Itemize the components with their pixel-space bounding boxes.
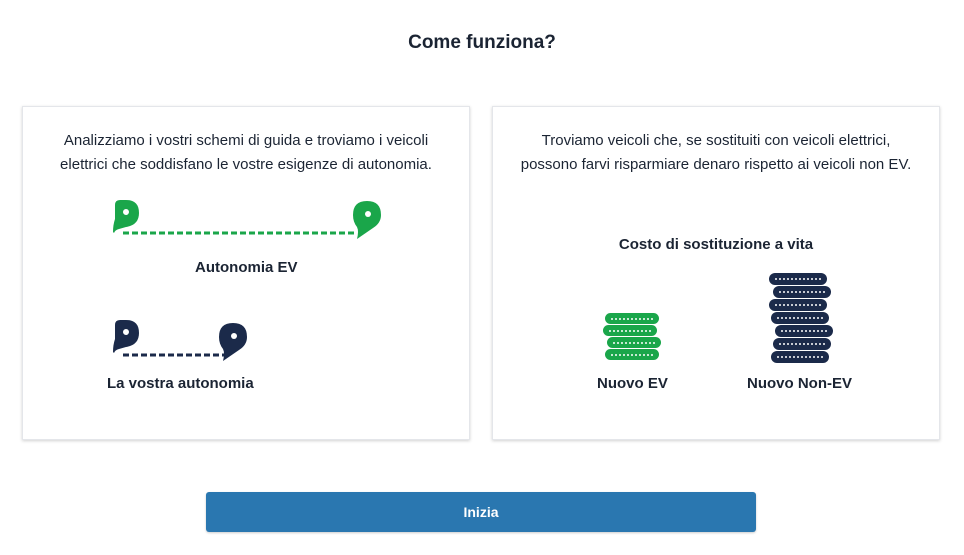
your-start-pin-icon (113, 320, 139, 353)
your-end-pin-icon (219, 323, 247, 361)
range-card: Analizziamo i vostri schemi di guida e t… (22, 106, 470, 440)
start-button[interactable]: Inizia (206, 492, 756, 532)
range-card-description: Analizziamo i vostri schemi di guida e t… (60, 132, 432, 173)
ev-end-pin-icon (353, 201, 381, 239)
your-range-label: La vostra autonomia (107, 375, 254, 392)
page-title: Come funziona? (408, 32, 556, 53)
new-non-ev-label: Nuovo Non-EV (747, 375, 852, 392)
savings-subtitle: Costo di sostituzione a vita (618, 236, 814, 253)
ev-range-graphic (113, 200, 381, 239)
ev-range-label: Autonomia EV (195, 259, 298, 276)
your-range-graphic (113, 320, 247, 361)
ev-start-pin-icon (113, 200, 139, 233)
ev-coins-icon (603, 313, 661, 360)
new-ev-label: Nuovo EV (597, 375, 668, 392)
non-ev-coins-icon (769, 273, 833, 363)
savings-card: Troviamo veicoli che, se sostituiti con … (492, 106, 940, 440)
savings-card-description: Troviamo veicoli che, se sostituiti con … (520, 132, 912, 173)
